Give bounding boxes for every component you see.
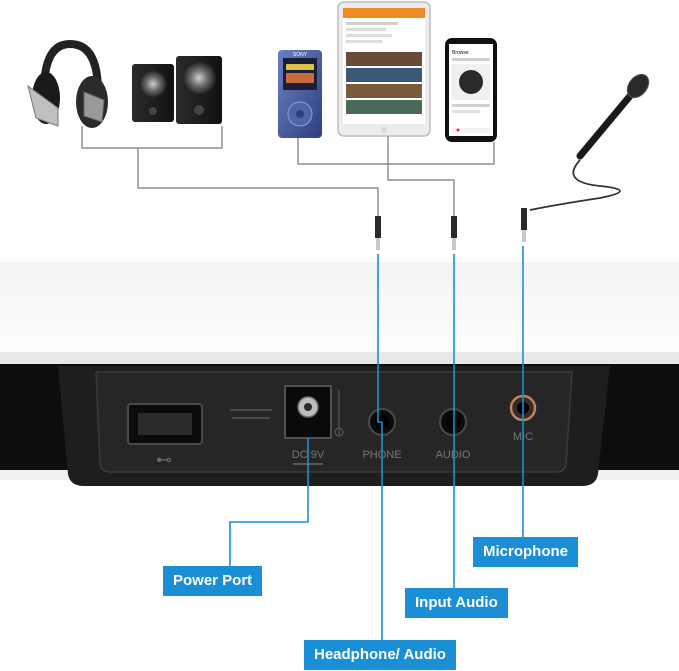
audio-plugs	[375, 208, 527, 250]
album-grid	[346, 52, 422, 114]
smartphone-image: Browse	[445, 38, 497, 142]
power-port-callout: Power Port	[163, 566, 263, 596]
device-cables	[81, 126, 495, 216]
phone-screen-header: Browse	[452, 50, 469, 56]
speakers-image	[132, 56, 222, 124]
tablet-image	[337, 1, 431, 137]
usb-port: ⊷	[127, 403, 203, 469]
jack-panel	[58, 366, 610, 486]
headphones-image	[27, 39, 108, 128]
headphone-audio-callout: Headphone/ Audio	[304, 640, 456, 670]
microphone-callout: Microphone	[473, 537, 578, 567]
callout-lines	[229, 246, 524, 640]
mp3-brand-label: SONY	[293, 52, 308, 58]
input-audio-callout: Input Audio	[405, 588, 508, 618]
usb-icon: ⊷	[156, 450, 172, 469]
microphone-image	[529, 73, 650, 211]
mp3-player-image: SONY	[278, 50, 322, 138]
